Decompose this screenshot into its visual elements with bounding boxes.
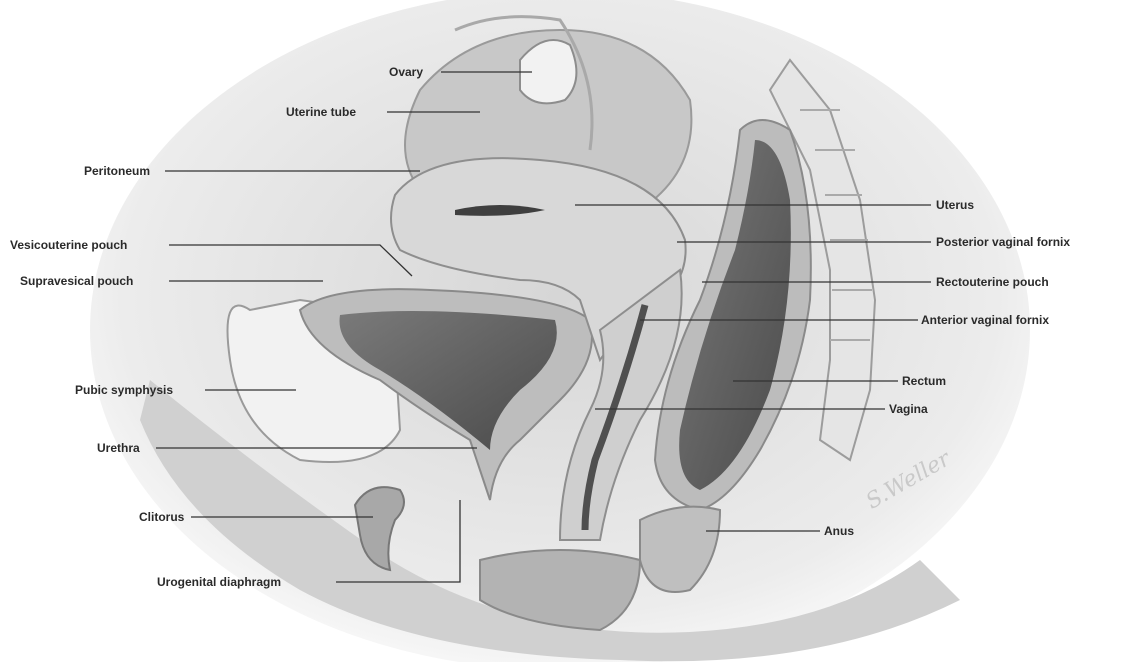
label-vagina: Vagina (889, 402, 928, 416)
label-rectouterine-pouch: Rectouterine pouch (936, 275, 1049, 289)
label-uterine-tube: Uterine tube (286, 105, 356, 119)
label-pubic-symphysis: Pubic symphysis (75, 383, 173, 397)
label-urethra: Urethra (97, 441, 140, 455)
label-rectum: Rectum (902, 374, 946, 388)
label-anterior-vaginal-fornix: Anterior vaginal fornix (921, 313, 1049, 327)
label-vesicouterine-pouch: Vesicouterine pouch (10, 238, 127, 252)
label-ovary: Ovary (389, 65, 423, 79)
label-posterior-vaginal-fornix: Posterior vaginal fornix (936, 235, 1070, 249)
label-clitorus: Clitorus (139, 510, 184, 524)
label-uterus: Uterus (936, 198, 974, 212)
label-urogenital-diaphragm: Urogenital diaphragm (157, 575, 281, 589)
label-peritoneum: Peritoneum (84, 164, 150, 178)
label-anus: Anus (824, 524, 854, 538)
label-supravesical-pouch: Supravesical pouch (20, 274, 133, 288)
